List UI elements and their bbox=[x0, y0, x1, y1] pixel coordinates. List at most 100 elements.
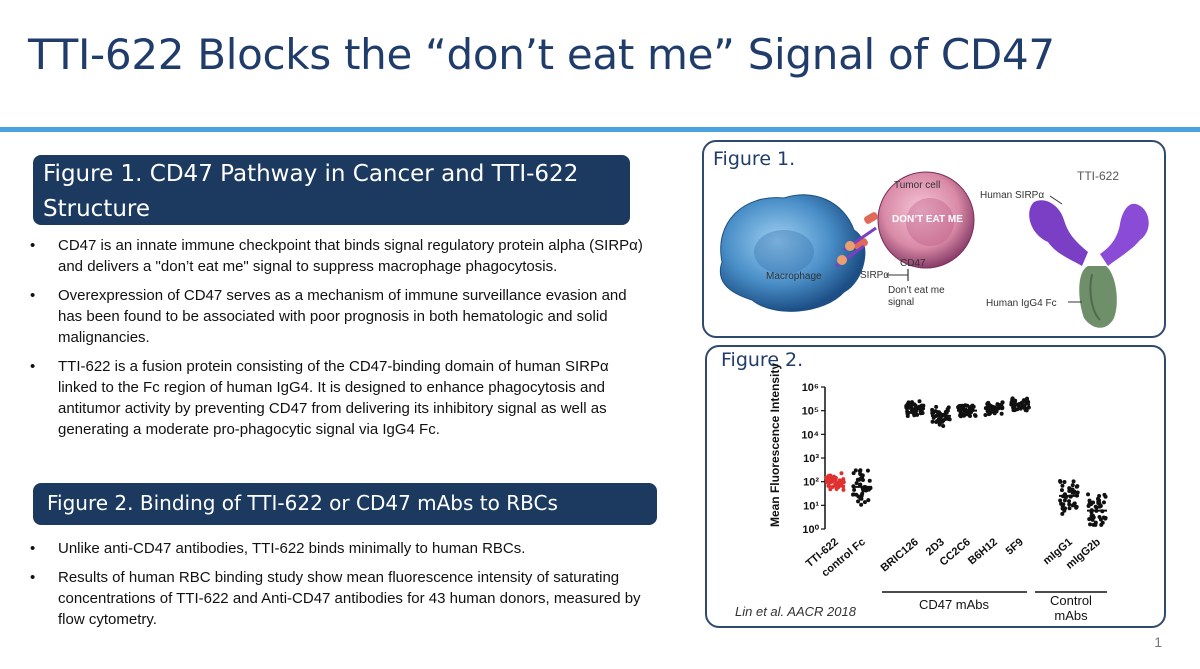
tti622-structure-label: TTI-622 bbox=[1077, 169, 1119, 183]
data-point bbox=[1072, 501, 1077, 506]
data-point bbox=[1062, 479, 1067, 484]
data-point bbox=[1074, 504, 1079, 509]
bullet-item: Overexpression of CD47 serves as a mecha… bbox=[30, 285, 650, 348]
figure2-credit: Lin et al. AACR 2018 bbox=[735, 604, 856, 619]
x-tick-label: 5F9 bbox=[1004, 536, 1026, 557]
data-point bbox=[958, 405, 963, 410]
cd47-mabs-group-label: CD47 mAbs bbox=[919, 597, 990, 612]
data-point bbox=[963, 412, 968, 417]
figure1-label: Figure 1. bbox=[713, 148, 796, 170]
bullet-item: TTI-622 is a fusion protein consisting o… bbox=[30, 356, 650, 440]
tti622-molecule bbox=[1029, 200, 1149, 328]
data-point bbox=[1012, 408, 1017, 413]
data-point bbox=[941, 424, 946, 429]
data-point bbox=[1102, 492, 1107, 497]
data-point bbox=[1100, 520, 1105, 525]
data-point bbox=[1103, 516, 1108, 521]
data-point bbox=[1086, 492, 1091, 497]
data-point bbox=[860, 491, 865, 496]
data-point bbox=[983, 412, 988, 417]
data-point bbox=[904, 403, 909, 408]
data-point bbox=[841, 477, 846, 482]
data-point bbox=[912, 411, 917, 416]
data-point bbox=[947, 417, 952, 422]
tumor-cell bbox=[877, 171, 975, 269]
x-tick-label: BRIC126 bbox=[879, 536, 921, 574]
data-point bbox=[1095, 496, 1100, 501]
data-point bbox=[1012, 399, 1017, 404]
data-point bbox=[999, 411, 1004, 416]
data-point bbox=[1021, 399, 1026, 404]
data-point bbox=[833, 476, 838, 481]
y-tick-label: 10⁵ bbox=[802, 406, 819, 418]
data-point bbox=[1018, 406, 1023, 411]
data-point bbox=[1023, 408, 1028, 413]
data-point bbox=[973, 413, 978, 418]
data-point bbox=[859, 502, 864, 507]
data-point bbox=[930, 419, 935, 424]
data-point bbox=[1012, 405, 1017, 410]
y-tick-label: 10² bbox=[803, 477, 819, 489]
data-point bbox=[1060, 506, 1065, 511]
data-point bbox=[1026, 405, 1031, 410]
data-point bbox=[830, 484, 835, 489]
macrophage-label: Macrophage bbox=[766, 271, 822, 282]
data-point bbox=[867, 478, 872, 483]
data-point bbox=[1060, 483, 1065, 488]
data-point bbox=[856, 499, 861, 504]
cd47-label: CD47 bbox=[900, 258, 926, 269]
data-point bbox=[1010, 397, 1015, 402]
data-point bbox=[906, 400, 911, 405]
y-axis-label: Mean Fluorescence Intensity bbox=[768, 363, 782, 527]
slide-title: TTI-622 Blocks the “don’t eat me” Signal… bbox=[28, 30, 1055, 79]
data-point bbox=[1059, 488, 1064, 493]
dont-eat-me-label: DON’T EAT ME bbox=[892, 214, 963, 225]
page-number: 1 bbox=[1154, 634, 1162, 650]
data-point bbox=[1071, 479, 1076, 484]
title-divider bbox=[0, 127, 1200, 132]
x-tick-label: B6H12 bbox=[966, 536, 1000, 567]
data-point bbox=[854, 481, 859, 486]
data-point bbox=[909, 410, 914, 415]
data-point bbox=[852, 487, 857, 492]
data-point bbox=[1086, 503, 1091, 508]
y-tick-label: 10³ bbox=[803, 453, 819, 465]
data-point bbox=[1009, 400, 1014, 405]
data-point bbox=[1098, 517, 1103, 522]
bullet-item: Results of human RBC binding study show … bbox=[30, 567, 670, 630]
data-point bbox=[1062, 498, 1067, 503]
data-point bbox=[851, 492, 856, 497]
data-point bbox=[1070, 490, 1075, 495]
data-point bbox=[1067, 488, 1072, 493]
y-tick-label: 10⁰ bbox=[802, 524, 819, 536]
data-point bbox=[939, 418, 944, 423]
data-point bbox=[1058, 498, 1063, 503]
section2-heading: Figure 2. Binding of TTI-622 or CD47 mAb… bbox=[33, 483, 657, 525]
data-point bbox=[958, 413, 963, 418]
human-igg4-label: Human IgG4 Fc bbox=[986, 298, 1057, 309]
data-point bbox=[839, 471, 844, 476]
data-point bbox=[1000, 400, 1005, 405]
data-point bbox=[859, 496, 864, 501]
section1-heading-line2: Structure bbox=[43, 196, 150, 222]
data-point bbox=[1089, 515, 1094, 520]
data-point bbox=[934, 404, 939, 409]
data-point bbox=[1093, 520, 1098, 525]
data-point bbox=[987, 412, 992, 417]
data-point bbox=[864, 488, 869, 493]
data-point bbox=[851, 471, 856, 476]
data-point bbox=[944, 410, 949, 415]
data-point bbox=[1067, 506, 1072, 511]
data-point bbox=[970, 405, 975, 410]
section1-bullet-list: CD47 is an innate immune checkpoint that… bbox=[30, 235, 650, 448]
data-point bbox=[917, 399, 922, 404]
data-point bbox=[965, 403, 970, 408]
data-point bbox=[1074, 484, 1079, 489]
data-point bbox=[992, 411, 997, 416]
tumor-cell-label: Tumor cell bbox=[894, 180, 940, 191]
data-point bbox=[858, 468, 863, 473]
section1-heading-line1: Figure 1. CD47 Pathway in Cancer and TTI… bbox=[43, 161, 579, 187]
data-point bbox=[861, 488, 866, 493]
data-point bbox=[936, 411, 941, 416]
